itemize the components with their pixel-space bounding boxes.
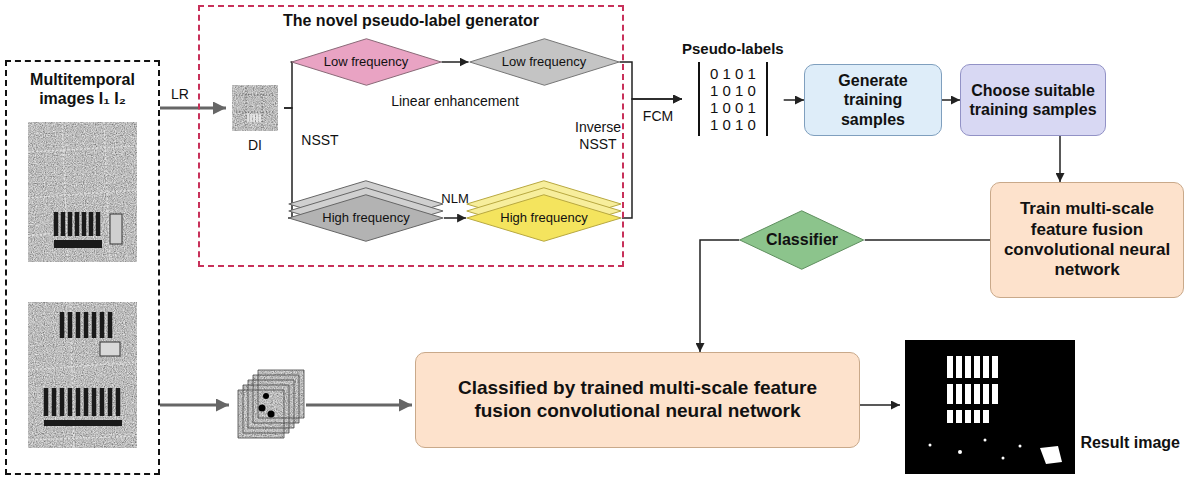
box-label: Choose suitable training samples <box>969 81 1097 119</box>
connector <box>284 62 292 108</box>
connector <box>444 217 466 219</box>
difference-image <box>232 85 278 131</box>
connector <box>860 404 900 406</box>
sar-texture <box>28 302 137 448</box>
patch-dot <box>263 393 269 399</box>
edge-label: Linear enhancement <box>391 93 519 110</box>
structure-bars <box>248 114 260 122</box>
change-speck <box>958 450 962 454</box>
change-region <box>950 356 995 423</box>
decision-diamond: Classifier <box>739 210 864 270</box>
annotation-label: FCM <box>643 108 673 125</box>
panel-title: Multitemporal images I₁ I₂ <box>13 70 152 108</box>
change-region <box>1040 446 1062 464</box>
connector <box>284 108 292 218</box>
matrix-row: 1 0 1 0 <box>710 116 756 133</box>
result-node: Result image <box>900 338 1184 478</box>
module-frame: The novel pseudo-label generatorDI Low fr… <box>198 5 624 267</box>
field-edge <box>236 88 274 128</box>
flow-arrow <box>306 404 412 407</box>
diamond-label: Classifier <box>766 230 838 249</box>
label-anchor: Linear enhancement <box>391 93 519 110</box>
frame-title: The novel pseudo-label generator <box>283 11 539 30</box>
label-anchor: NLM <box>441 191 468 207</box>
edge-label: LR <box>171 86 189 103</box>
change-speck <box>1002 457 1005 460</box>
sar-texture <box>28 122 137 262</box>
label-anchor: FCM <box>643 108 673 125</box>
box-label: Train multi-scale feature fusion convolu… <box>999 199 1175 281</box>
shape-label: Low frequency <box>324 54 409 70</box>
connector <box>865 239 990 241</box>
annotation-label: NSST <box>301 132 338 149</box>
connector <box>1059 136 1061 182</box>
process-box: Generate training samples <box>804 64 942 136</box>
change-speck <box>984 439 987 442</box>
structure-bars <box>62 312 110 338</box>
sar-image <box>28 302 137 448</box>
structure-bars <box>46 388 118 416</box>
connector <box>622 99 682 218</box>
diamond-outline <box>467 195 621 242</box>
matrix-row: 1 0 0 1 <box>710 99 756 116</box>
pseudo-label-matrix: Pseudo-labels0 1 0 11 0 1 01 0 0 11 0 1 … <box>682 40 784 136</box>
process-box: Train multi-scale feature fusion convolu… <box>990 182 1184 298</box>
frequency-stack: High frequency <box>288 180 444 242</box>
edge-label: NLM <box>441 191 468 207</box>
label-anchor: Inverse NSST <box>570 119 626 153</box>
sar-image <box>28 122 137 262</box>
diamond-outline <box>291 39 440 86</box>
frequency-stack: High frequency <box>466 180 622 242</box>
diamond-outline <box>469 39 618 86</box>
shape-label: High frequency <box>500 210 587 226</box>
matrix-row: 1 0 1 0 <box>710 82 756 99</box>
frequency-diamond: Low frequency <box>469 38 620 86</box>
box-label: Generate training samples <box>813 71 933 129</box>
matrix-bracket: 0 1 0 11 0 1 01 0 0 11 0 1 0 <box>698 62 768 136</box>
field-edge <box>28 122 137 262</box>
patch-stack <box>238 370 304 438</box>
frequency-diamond: Low frequency <box>291 38 442 86</box>
patch <box>238 390 284 438</box>
connector <box>784 99 804 101</box>
connector <box>441 61 468 63</box>
connector <box>700 240 739 352</box>
result-map <box>905 340 1075 474</box>
shape-label: High frequency <box>322 210 409 226</box>
matrix-heading: Pseudo-labels <box>682 40 784 58</box>
patch-dot <box>259 405 266 412</box>
image-caption: DI <box>248 137 262 154</box>
image-node: DI <box>226 82 284 154</box>
process-box: Classified by trained multi-scale featur… <box>415 352 860 448</box>
shape-label: Low frequency <box>502 54 587 70</box>
label-anchor: LR <box>171 86 189 103</box>
structure-block <box>100 342 120 356</box>
diamond-outline <box>289 195 443 242</box>
matrix-row: 0 1 0 1 <box>710 65 756 82</box>
label-anchor: NSST <box>301 132 338 149</box>
process-box: Choose suitable training samples <box>960 64 1106 136</box>
structure-block <box>44 420 122 426</box>
patch-dot <box>268 411 275 418</box>
patch-outline <box>238 370 304 438</box>
annotation-label: Inverse NSST <box>570 119 626 153</box>
structure-bars <box>56 212 98 236</box>
structure-block <box>54 240 102 248</box>
change-speck <box>1019 445 1022 448</box>
box-label: Classified by trained multi-scale featur… <box>428 377 847 423</box>
flow-arrow <box>160 404 229 407</box>
result-ground <box>905 340 1075 474</box>
result-caption: Result image <box>1080 433 1180 452</box>
diamond-outline <box>740 211 864 270</box>
change-speck <box>929 444 932 447</box>
input-panel: Multitemporal images I₁ I₂ <box>5 60 160 475</box>
connector <box>942 99 960 101</box>
structure-block <box>110 214 122 244</box>
field-edge <box>28 302 137 448</box>
connector <box>160 107 226 110</box>
sar-texture <box>232 85 278 131</box>
connector <box>619 62 682 99</box>
